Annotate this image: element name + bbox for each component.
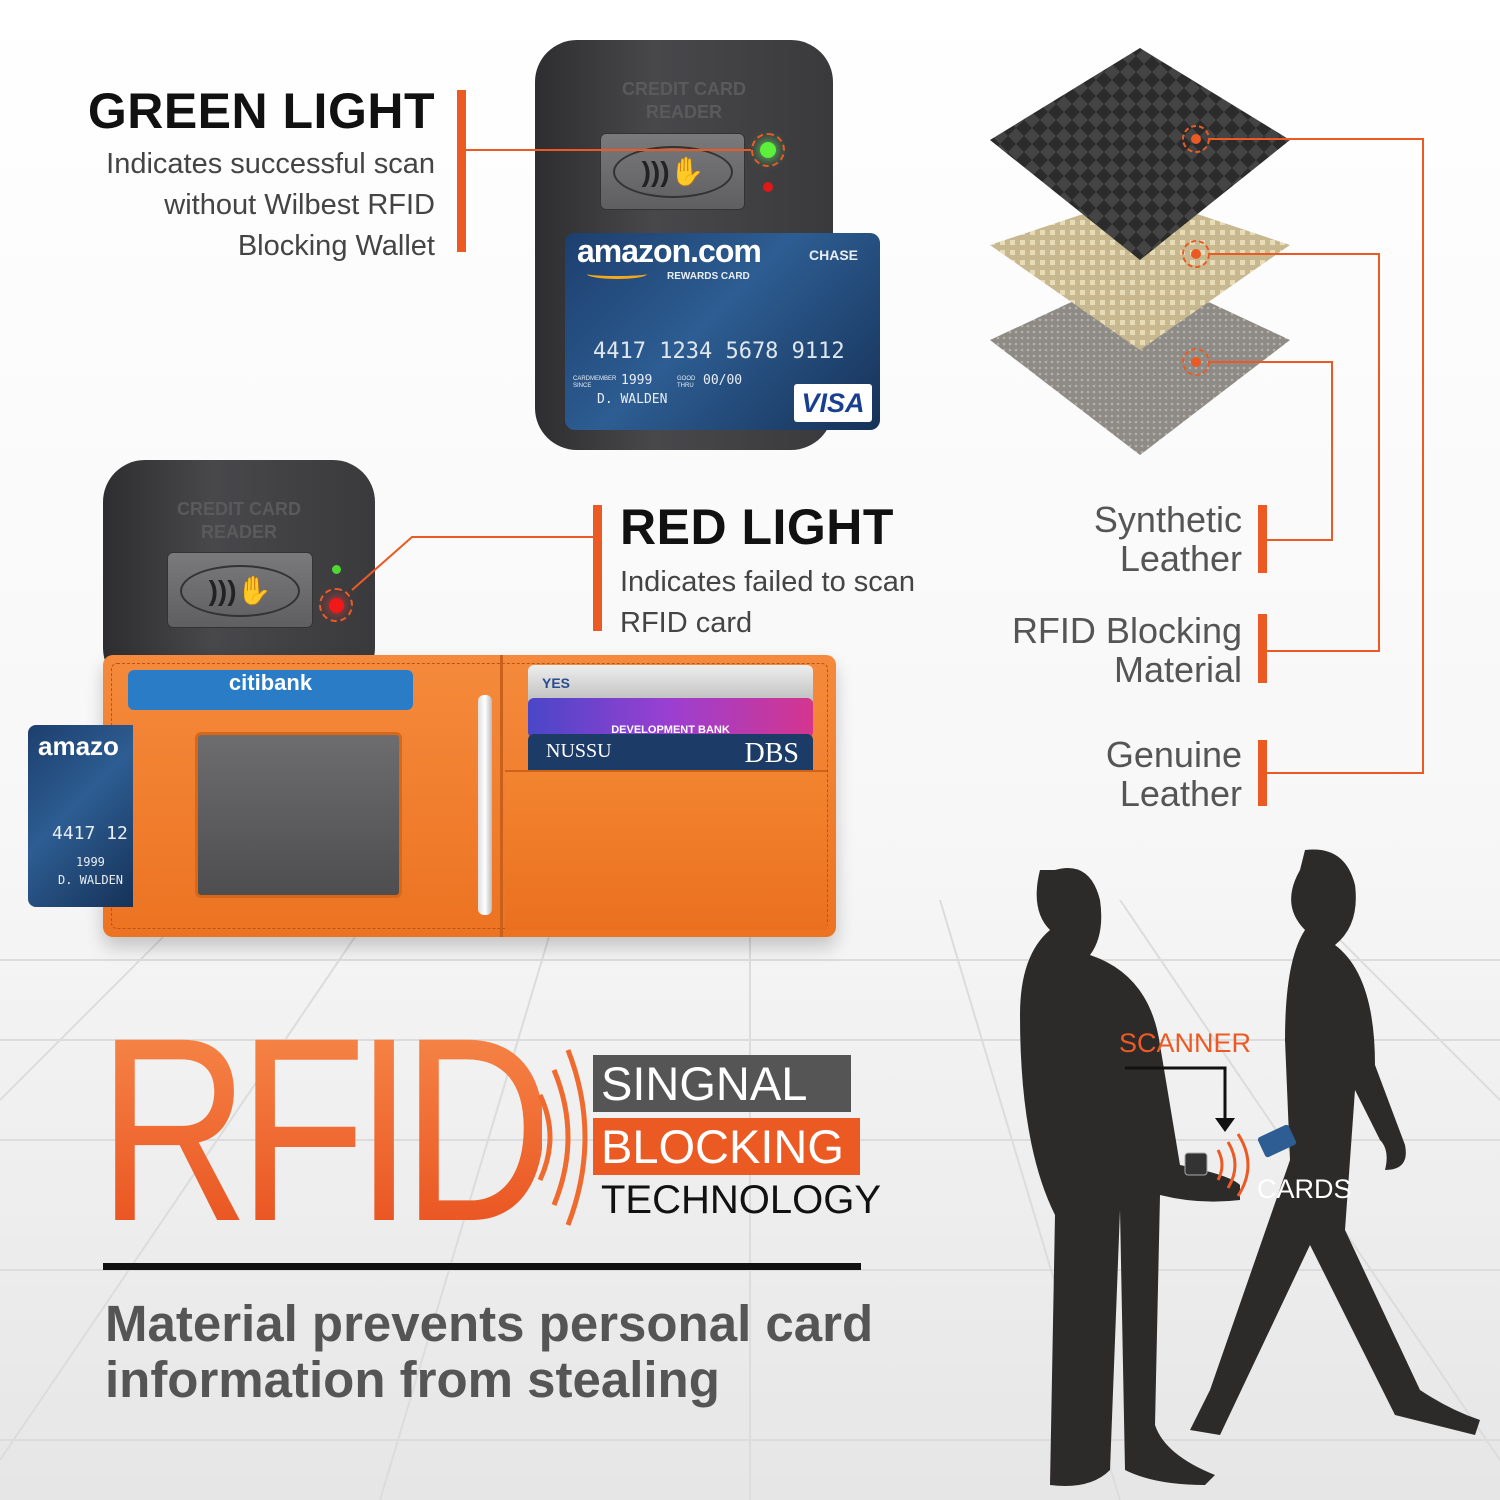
card-subtitle: REWARDS CARD: [667, 271, 750, 282]
reader-label-1: CREDIT CARD: [622, 79, 746, 99]
scanner-device-icon: [1184, 1152, 1208, 1176]
material-label-line-1: RFID Blocking: [1011, 610, 1242, 651]
layer-marker-icon: [1182, 240, 1210, 268]
card-good-thru: 00/00: [703, 373, 743, 388]
material-label-genuine: Genuine Leather: [1106, 735, 1242, 813]
genuine-leather-layer: [990, 270, 1290, 455]
green-light-accent-bar: [457, 90, 466, 252]
red-light-leader-line: [351, 536, 593, 591]
stolen-card-icon: [1257, 1124, 1297, 1158]
card-issuer: CHASE: [808, 247, 858, 263]
red-light-accent-bar: [593, 505, 602, 631]
led-highlight-ring-icon: [319, 588, 353, 622]
dbs-card: NUSSU DBS: [528, 734, 813, 776]
green-light-line-1: Indicates successful scan: [106, 148, 435, 180]
material-label-line-1: Synthetic: [1093, 499, 1242, 540]
development-bank-card: DEVELOPMENT BANK: [528, 698, 813, 738]
red-light-callout: RED LIGHT Indicates failed to scan RFID …: [620, 498, 915, 644]
green-light-title: GREEN LIGHT: [87, 83, 435, 139]
led-highlight-ring-icon: [751, 133, 785, 167]
red-light-title: RED LIGHT: [620, 499, 894, 555]
money-clip: [478, 695, 492, 915]
blocking-box: BLOCKING: [593, 1118, 860, 1175]
left-card-member-since: 1999: [76, 855, 105, 869]
material-label-line-2: Leather: [1119, 538, 1242, 579]
amazon-smile-icon: [587, 269, 647, 279]
left-card-number: 4417 12: [52, 823, 128, 844]
thief-silhouette: [1020, 868, 1240, 1486]
synthetic-leather-layer: [990, 48, 1290, 260]
card-member-label: CARDMEMBER SINCE: [573, 376, 617, 389]
victim-silhouette: [1190, 849, 1480, 1435]
scanner-arrow: [1125, 1066, 1227, 1125]
left-card-holder: D. WALDEN: [58, 873, 124, 887]
tagline: Material prevents personal card informat…: [105, 1296, 873, 1408]
contactless-icon: )))✋: [613, 146, 733, 198]
material-label-synthetic: Synthetic Leather: [1094, 500, 1242, 578]
card-reader-failed: CREDIT CARD READER )))✋: [103, 460, 375, 690]
signal-waves-icon: [537, 1049, 588, 1226]
material-bar: [1258, 614, 1267, 683]
red-light-line-1: Indicates failed to scan: [620, 566, 916, 598]
amazon-credit-card: amazon.com REWARDS CARD CHASE 4417 1234 …: [565, 233, 880, 430]
material-layers-diagram: [990, 48, 1424, 774]
green-light-line-2: without Wilbest RFID: [164, 189, 435, 221]
left-card-brand: amazo: [38, 731, 119, 761]
reader-contactless-pad: )))✋: [600, 133, 745, 210]
red-light-line-2: RFID card: [620, 607, 753, 639]
amazon-card-left: amazo 4417 12 1999 D. WALDEN: [28, 725, 133, 907]
card-number: 4417 1234 5678 9112: [593, 339, 845, 364]
material-label-line-2: Material: [1113, 649, 1242, 690]
green-light-leader-line: [466, 149, 751, 151]
contactless-icon: )))✋: [180, 565, 300, 617]
id-window: [195, 732, 402, 898]
material-bar: [1258, 505, 1267, 573]
card-brand: amazon.com: [577, 233, 762, 269]
rfid-headline: RFID: [98, 983, 553, 1276]
cards-label: CARDS: [1257, 1174, 1352, 1204]
yes-bank-label: YES: [542, 675, 571, 691]
material-label-rfid: RFID Blocking Material: [1012, 611, 1242, 689]
scanner-label: SCANNER: [1119, 1028, 1252, 1058]
signal-box: SINGNAL: [593, 1055, 851, 1112]
green-light-callout: GREEN LIGHT Indicates successful scan wi…: [88, 82, 435, 267]
citibank-card: citibank: [128, 670, 413, 710]
rfid-wallet: citibank YES DEVELOPMENT BANK NUSSU DBS: [103, 655, 836, 937]
rfid-theft-scene: [1020, 849, 1480, 1486]
card-member-since: 1999: [621, 373, 653, 388]
citibank-label: citibank: [228, 670, 313, 695]
nussu-label: NUSSU: [546, 740, 612, 762]
card-good-thru-label: GOOD THRU: [677, 376, 696, 389]
development-bank-label: DEVELOPMENT BANK: [611, 724, 730, 736]
signal-label: SINGNAL: [601, 1057, 808, 1110]
material-bar: [1258, 740, 1267, 806]
reader-label-2: READER: [645, 102, 722, 122]
visa-logo: VISA: [794, 384, 872, 422]
layer-marker-icon: [1182, 125, 1210, 153]
wallet-front-pocket: [505, 770, 827, 930]
reader-contactless-pad: )))✋: [167, 552, 313, 628]
material-label-line-1: Genuine: [1105, 734, 1242, 775]
reader-label-1: CREDIT CARD: [177, 499, 301, 519]
blocking-label: BLOCKING: [601, 1120, 844, 1173]
divider: [103, 1263, 861, 1270]
tagline-line-2: information from stealing: [105, 1351, 720, 1408]
reader-label-2: READER: [200, 522, 277, 542]
card-holder: D. WALDEN: [597, 392, 668, 407]
green-light-line-3: Blocking Wallet: [237, 230, 435, 262]
wallet-fold: [500, 655, 503, 937]
rfid-blocking-layer: [990, 195, 1290, 350]
material-label-line-2: Leather: [1119, 773, 1242, 814]
green-led-icon: [332, 565, 341, 574]
layer-marker-icon: [1182, 348, 1210, 376]
tagline-line-1: Material prevents personal card: [105, 1295, 874, 1352]
technology-label: TECHNOLOGY: [601, 1178, 882, 1222]
red-led-icon: [763, 182, 773, 192]
dbs-label: DBS: [744, 738, 799, 769]
